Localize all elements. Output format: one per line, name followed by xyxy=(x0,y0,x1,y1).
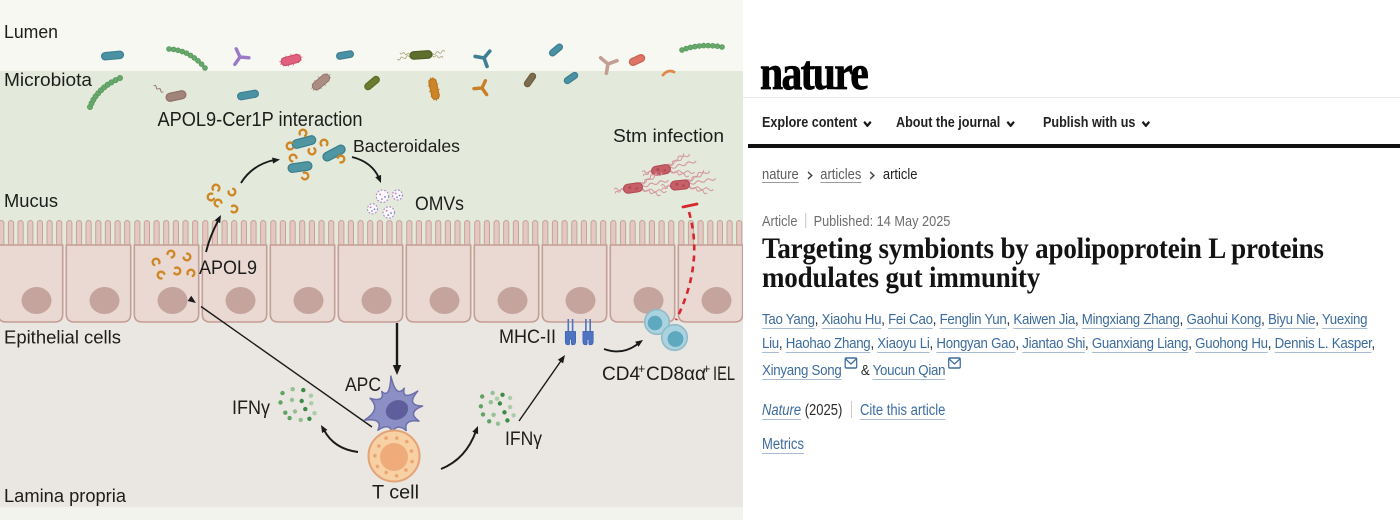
svg-text:Mucus: Mucus xyxy=(4,190,58,211)
svg-text:CD8αα: CD8αα xyxy=(646,364,706,385)
svg-text:APOL9: APOL9 xyxy=(199,257,257,279)
svg-text:MHC-II: MHC-II xyxy=(499,327,556,348)
svg-text:IFNγ: IFNγ xyxy=(505,429,542,450)
svg-text:T cell: T cell xyxy=(372,483,419,504)
svg-text:Lamina propria: Lamina propria xyxy=(4,485,127,506)
svg-text:IFNγ: IFNγ xyxy=(232,398,270,419)
svg-text:Stm infection: Stm infection xyxy=(613,126,724,146)
svg-text:APC: APC xyxy=(345,375,381,396)
svg-text:IEL: IEL xyxy=(713,364,735,385)
svg-text:CD4: CD4 xyxy=(602,364,640,385)
svg-text:OMVs: OMVs xyxy=(415,194,464,215)
svg-text:APOL9-Cer1P interaction: APOL9-Cer1P interaction xyxy=(158,108,363,131)
svg-text:Bacteroidales: Bacteroidales xyxy=(353,136,460,156)
svg-text:Microbiota: Microbiota xyxy=(4,69,93,90)
svg-text:Epithelial cells: Epithelial cells xyxy=(4,327,121,348)
svg-text:+: + xyxy=(703,362,710,376)
svg-text:+: + xyxy=(638,362,645,376)
svg-text:Lumen: Lumen xyxy=(4,21,58,42)
